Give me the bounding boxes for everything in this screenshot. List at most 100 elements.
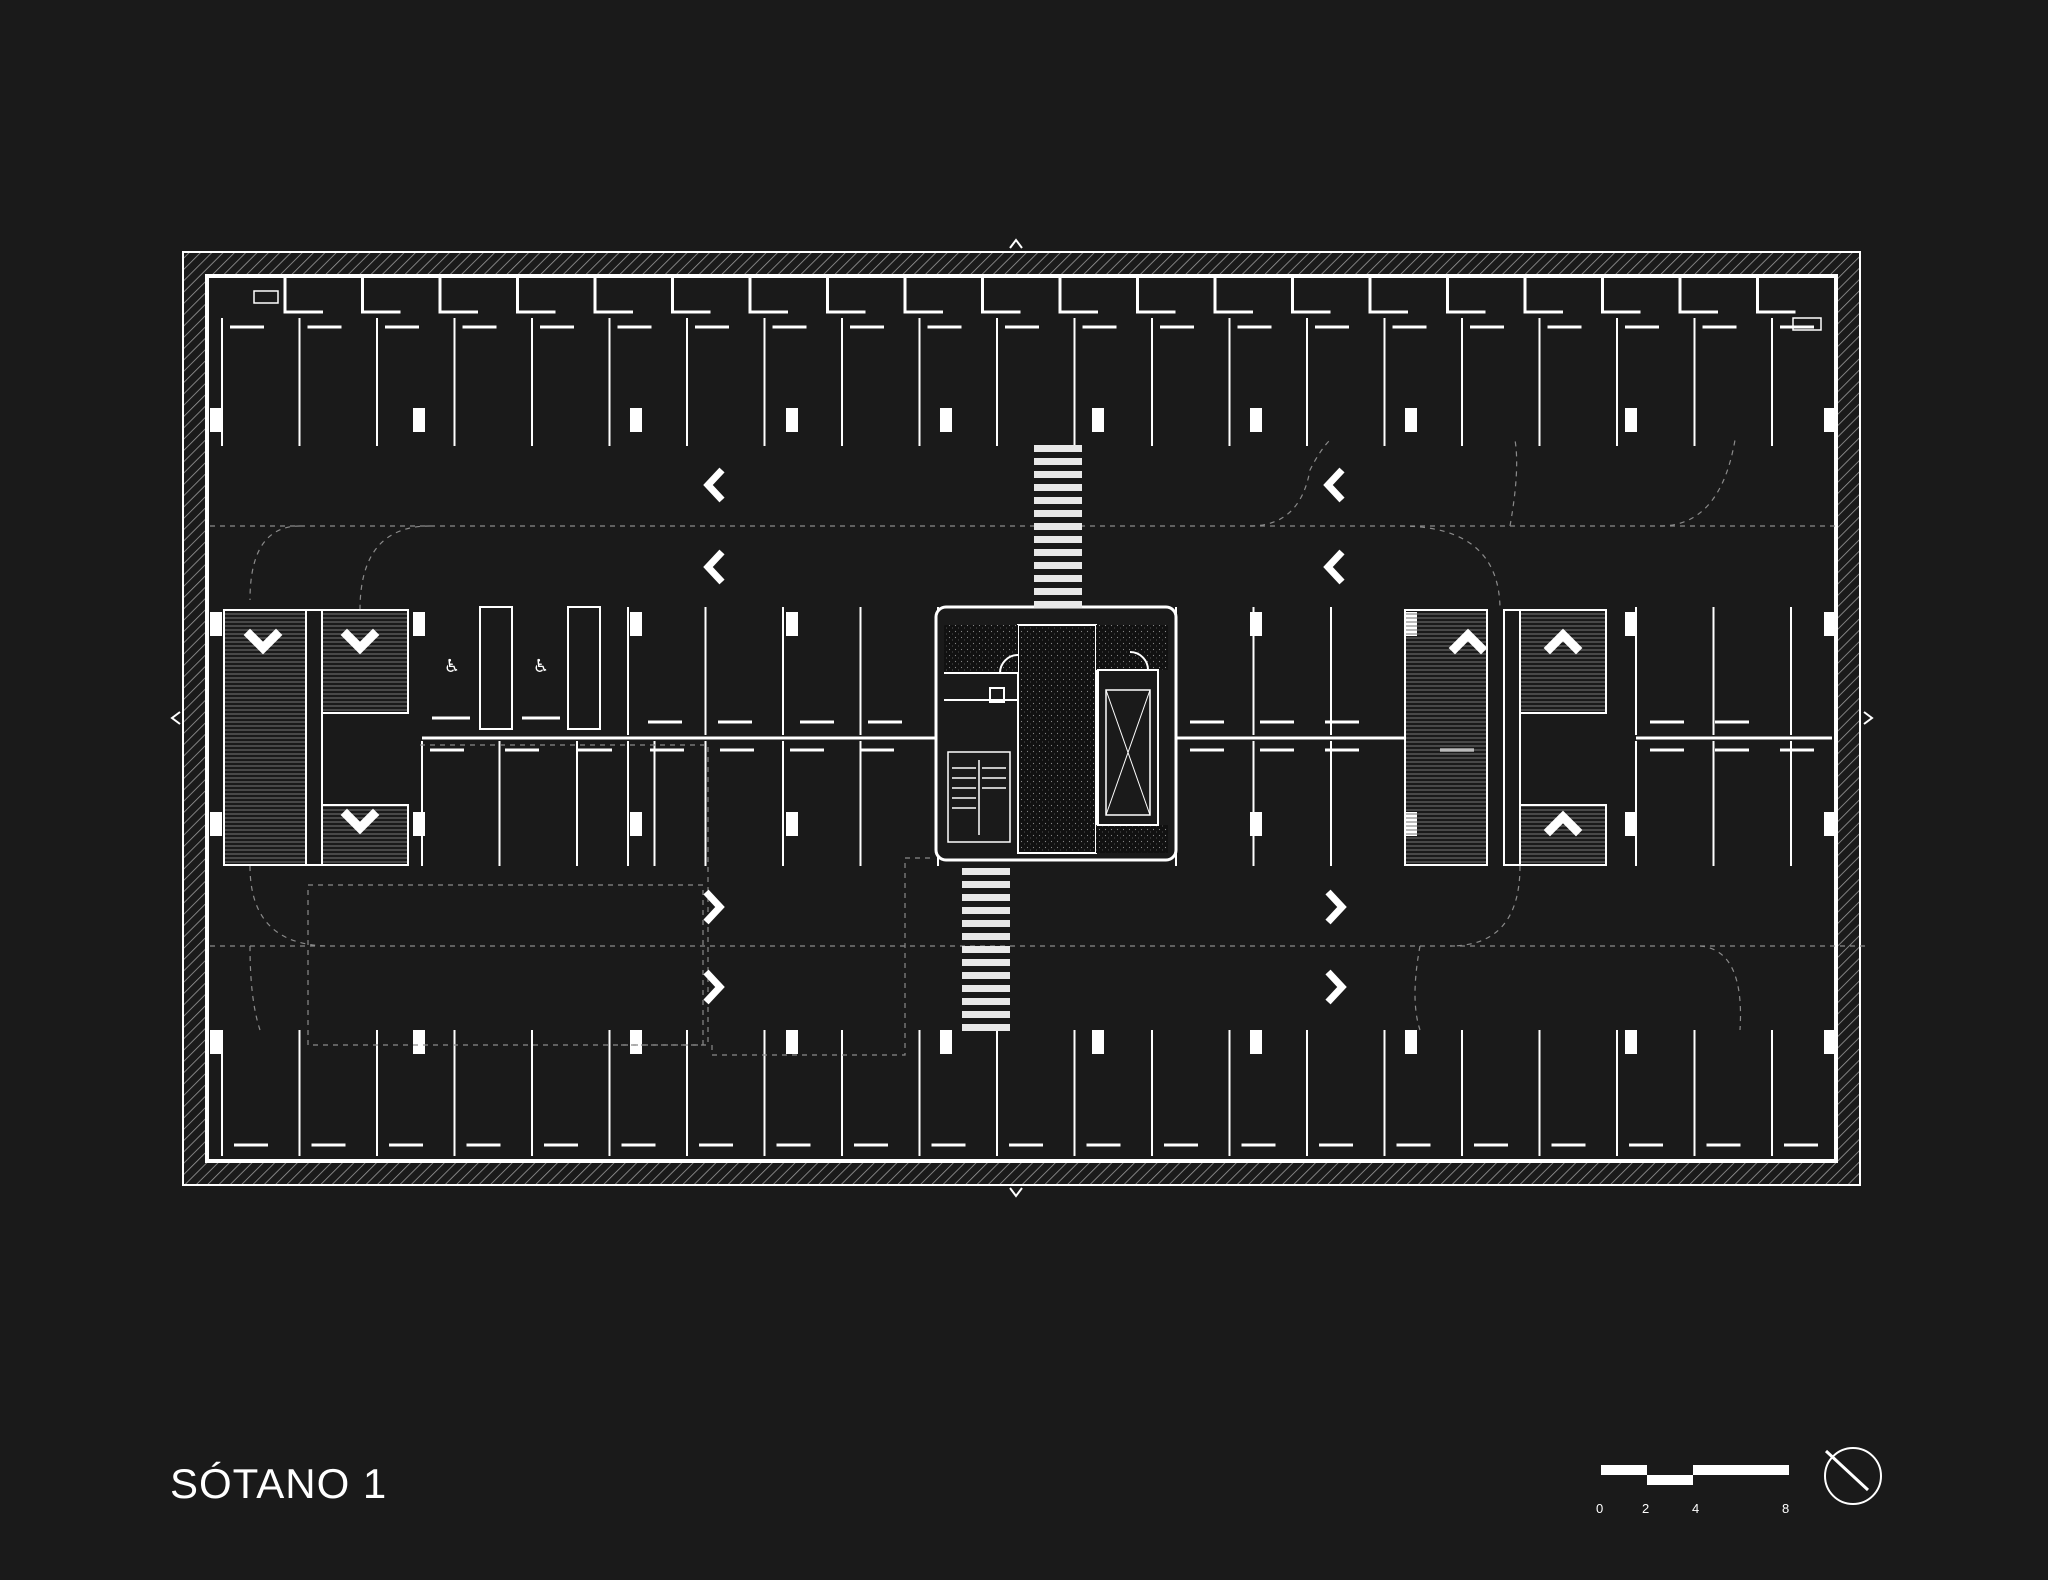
crosswalk-stripe [1034,562,1082,569]
crosswalk-stripe [962,959,1010,966]
structural-column [786,812,798,836]
chevron-right-icon [703,889,725,925]
crosswalk-stripe [962,985,1010,992]
chevron-right-icon [703,969,725,1005]
structural-column [1405,408,1417,432]
chevron-up-icon [1543,628,1583,655]
chevron-right-icon [1325,889,1347,925]
niche-wall [1368,278,1408,314]
structural-column [630,612,642,636]
structural-column [1250,612,1262,636]
structural-column [413,812,425,836]
crosswalk-stripe [1034,588,1082,595]
niche-wall [1756,278,1796,314]
crosswalk-stripe [1034,471,1082,478]
perimeter-wall [182,251,1861,1186]
structural-column [1250,812,1262,836]
structural-column [210,408,222,432]
crosswalk-stripe [1034,497,1082,504]
structural-column [630,812,642,836]
crosswalk-stripe [962,998,1010,1005]
structural-column [1625,408,1637,432]
crosswalk-stripe [962,881,1010,888]
structural-column [1625,612,1637,636]
niche-wall [903,278,943,314]
crosswalk-stripe [962,868,1010,875]
chevron-left-icon [1323,549,1345,585]
wheelchair-icon: ♿ [533,656,549,677]
structural-column [210,812,222,836]
crosswalk-stripe [1034,601,1082,608]
structural-column [1625,1030,1637,1054]
structural-column [1824,408,1836,432]
central-core [934,605,1178,862]
niche-wall [826,278,866,314]
structural-column [210,612,222,636]
structural-column [1824,812,1836,836]
crosswalk-stripe [1034,536,1082,543]
structural-column [1092,1030,1104,1054]
structural-column [630,408,642,432]
crosswalk-stripe [1034,484,1082,491]
crosswalk-stripe [1034,523,1082,530]
chevron-up-icon [1448,628,1488,655]
structural-column [413,408,425,432]
crosswalk-stripe [962,920,1010,927]
structural-column [413,1030,425,1054]
chevron-down-icon [340,628,380,655]
chevron-left-icon [1323,467,1345,503]
structural-column [1250,1030,1262,1054]
elevator-icon [1097,669,1159,826]
crosswalk-stripe [962,946,1010,953]
structural-column [210,1030,222,1054]
niche-wall [1446,278,1486,314]
niche-wall [1291,278,1331,314]
traffic-arrows [703,467,1347,1005]
scale-tick-label: 4 [1692,1501,1700,1516]
structural-column [1824,612,1836,636]
niche-wall [748,278,788,314]
scale-tick-label: 2 [1642,1501,1650,1516]
wheelchair-icon: ♿ [444,656,460,677]
crosswalk-stripe [1034,510,1082,517]
structural-column [630,1030,642,1054]
chevron-left-icon [703,549,725,585]
ramp-left [223,609,409,866]
structural-column [413,612,425,636]
structural-column [786,408,798,432]
structural-column [1405,1030,1417,1054]
drive-lanes [210,439,1870,1056]
structural-column [786,1030,798,1054]
crosswalk-stripe [962,894,1010,901]
crosswalk-stripe [962,1011,1010,1018]
structural-column [1625,812,1637,836]
scale-tick-label: 8 [1782,1501,1790,1516]
structural-column [1092,408,1104,432]
chevron-up-icon [1543,810,1583,837]
crosswalk-stripe [1034,445,1082,452]
niche-wall [361,278,401,314]
fixture-icon [1792,317,1822,331]
crosswalk-stripe [1034,575,1082,582]
structural-column [1250,408,1262,432]
structural-column [1824,1030,1836,1054]
accessible-parking: ♿ ♿ [432,606,601,730]
chevron-right-icon [1325,969,1347,1005]
ramp-right [1404,609,1607,866]
niche-wall [516,278,556,314]
chevron-down-icon [243,628,283,655]
scale-bar [1601,1465,1789,1485]
crosswalk-stripe [1034,549,1082,556]
niche-wall [438,278,478,314]
niche-wall [1678,278,1718,314]
structural-column [940,1030,952,1054]
plan-geometry [210,278,1836,1156]
section-markers [170,238,1874,1198]
chevron-left-icon [703,467,725,503]
niche-wall [283,278,323,314]
niche-wall [981,278,1021,314]
niche-wall [1213,278,1253,314]
structural-column [786,612,798,636]
niche-wall [671,278,711,314]
